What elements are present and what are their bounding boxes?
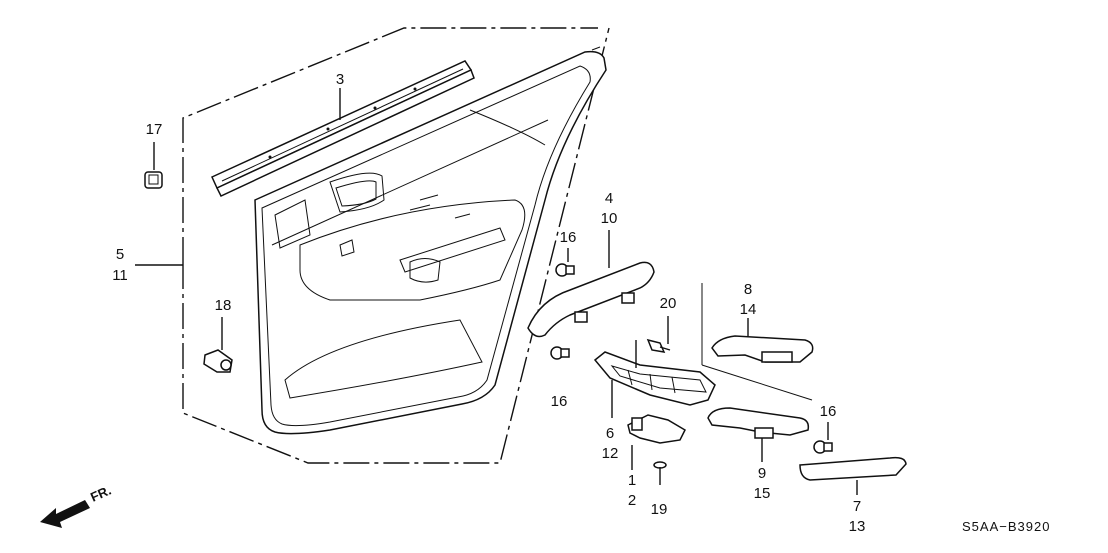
callout-16-lower: 16 — [551, 393, 568, 410]
screw-20 — [646, 316, 671, 353]
clip-16-upper — [555, 248, 575, 277]
clip-17 — [144, 142, 163, 189]
callout-19: 19 — [651, 501, 668, 518]
callout-17: 17 — [146, 121, 163, 138]
callout-4: 4 — [605, 190, 613, 207]
actuator — [627, 414, 686, 470]
handle-trim-upper — [701, 283, 814, 401]
callout-16-upper: 16 — [560, 229, 577, 246]
upper-molding-strip — [211, 60, 475, 197]
callout-16-right: 16 — [820, 403, 837, 420]
callout-labels: 3 17 5 11 18 4 10 16 16 16 20 8 14 6 12 … — [112, 71, 865, 535]
callout-18: 18 — [215, 297, 232, 314]
callout-20: 20 — [660, 295, 677, 312]
handle-trim-lower — [707, 407, 810, 462]
callout-14: 14 — [740, 301, 757, 318]
clip-18 — [203, 317, 233, 373]
callout-7: 7 — [853, 498, 861, 515]
callout-5: 5 — [116, 246, 124, 263]
clip-16-lower — [550, 346, 570, 360]
clip-16-right — [813, 422, 833, 454]
callout-1: 1 — [628, 472, 636, 489]
callout-12: 12 — [602, 445, 619, 462]
callout-3: 3 — [336, 71, 344, 88]
handle-bracket — [593, 340, 716, 418]
callout-11: 11 — [112, 267, 128, 284]
screw-19 — [653, 461, 667, 485]
callout-15: 15 — [754, 485, 771, 502]
front-arrow-label: FR. — [88, 483, 113, 505]
panel-assembly-boundary — [135, 27, 610, 464]
callout-9: 9 — [758, 465, 766, 482]
armrest-cover — [527, 230, 655, 338]
door-panel — [254, 46, 607, 435]
callout-6: 6 — [606, 425, 614, 442]
callout-8: 8 — [744, 281, 752, 298]
front-direction-arrow: FR. — [40, 483, 113, 528]
door-handle — [799, 456, 907, 495]
callout-10: 10 — [601, 210, 618, 227]
callout-13: 13 — [849, 518, 866, 535]
diagram-code: S5AA−B3920 — [962, 519, 1050, 534]
callout-2: 2 — [628, 492, 636, 509]
